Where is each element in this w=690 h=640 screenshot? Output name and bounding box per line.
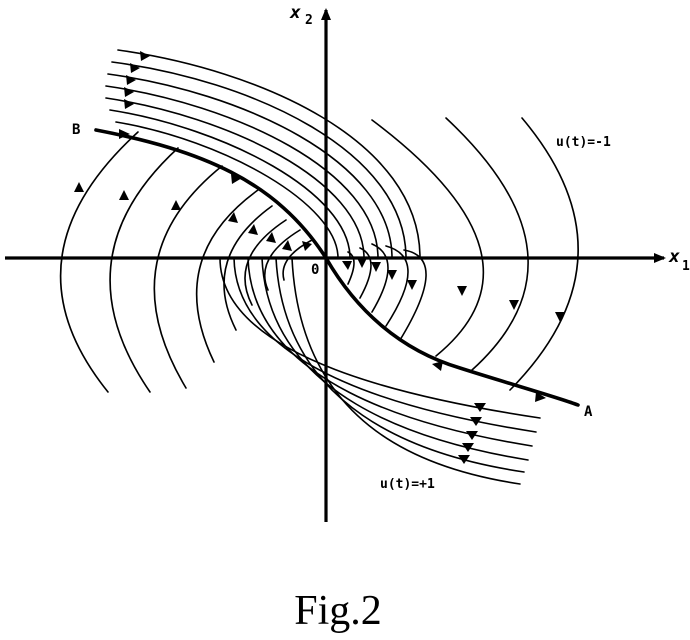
arrow-right-icon xyxy=(124,99,134,109)
figure-caption: Fig.2 xyxy=(294,588,382,634)
trajectory-upper xyxy=(105,85,379,259)
flow-arrows xyxy=(74,51,565,464)
trajectory-lower xyxy=(261,257,529,461)
arrow-right-icon xyxy=(535,392,546,402)
trajectory-right xyxy=(445,117,529,371)
trajectory-left xyxy=(109,147,179,393)
arrow-down-icon xyxy=(342,261,352,270)
control-minus-label: u(t)=-1 xyxy=(556,135,611,150)
trajectory-left xyxy=(153,165,223,389)
upper-bundle xyxy=(105,49,421,259)
point-b-label: B xyxy=(72,122,80,138)
lower-bundle xyxy=(219,257,541,485)
trajectory-lower xyxy=(247,257,533,447)
arrow-up-icon xyxy=(266,232,276,243)
point-a-label: A xyxy=(584,404,593,420)
arrow-up-icon xyxy=(228,212,238,223)
trajectory-lower xyxy=(233,257,537,433)
x2-axis-label: x xyxy=(289,2,301,23)
trajectory-left xyxy=(264,229,301,291)
arrow-up-icon xyxy=(74,182,84,192)
trajectory-upper xyxy=(105,97,365,259)
x2-axis-subscript: 2 xyxy=(305,13,313,28)
arrow-down-icon xyxy=(466,431,478,440)
trajectory-right xyxy=(385,245,409,327)
arrow-right-icon xyxy=(231,174,242,184)
arrow-down-icon xyxy=(474,403,486,412)
right-trajectory-family xyxy=(347,117,579,391)
arrow-down-icon xyxy=(387,270,397,280)
arrow-up-icon xyxy=(171,200,181,210)
left-trajectory-family xyxy=(59,131,313,393)
trajectory-left xyxy=(59,131,139,393)
arrow-right-icon xyxy=(302,241,312,251)
arrow-down-icon xyxy=(407,280,417,290)
trajectory-lower xyxy=(291,257,521,485)
trajectory-upper xyxy=(111,61,407,259)
x1-axis-subscript: 1 xyxy=(682,259,690,274)
arrow-down-icon xyxy=(371,262,381,272)
trajectory-lower xyxy=(219,257,541,419)
arrow-right-icon xyxy=(126,75,136,85)
arrow-down-icon xyxy=(555,312,565,322)
trajectory-lower xyxy=(275,257,525,473)
trajectory-right xyxy=(359,247,372,299)
x1-axis-label: x xyxy=(668,246,680,267)
trajectory-upper xyxy=(109,109,351,259)
arrow-up-icon xyxy=(119,190,129,200)
arrow-down-icon xyxy=(457,286,467,296)
arrow-left-icon xyxy=(432,361,443,371)
arrow-down-icon xyxy=(462,443,474,452)
arrow-up-icon xyxy=(248,224,258,235)
arrow-down-icon xyxy=(458,455,470,464)
arrow-right-icon xyxy=(124,87,134,97)
trajectory-left xyxy=(223,205,273,331)
origin-label: 0 xyxy=(311,262,319,278)
trajectory-upper xyxy=(107,73,393,259)
arrow-down-icon xyxy=(470,417,482,426)
trajectory-right xyxy=(399,249,427,341)
switching-curve xyxy=(94,128,580,407)
trajectory-right xyxy=(371,119,484,357)
trajectory-upper xyxy=(117,49,421,259)
trajectory-right xyxy=(509,117,579,391)
arrow-right-icon xyxy=(130,63,140,73)
arrow-up-icon xyxy=(282,240,292,251)
arrow-right-icon xyxy=(140,51,150,61)
trajectory-left xyxy=(195,189,259,363)
control-plus-label: u(t)=+1 xyxy=(380,477,435,492)
arrow-down-icon xyxy=(509,300,519,310)
arrow-right-icon xyxy=(119,129,130,139)
trajectory-right xyxy=(371,243,389,313)
arrow-down-icon xyxy=(357,258,367,268)
trajectory-upper xyxy=(115,121,339,259)
